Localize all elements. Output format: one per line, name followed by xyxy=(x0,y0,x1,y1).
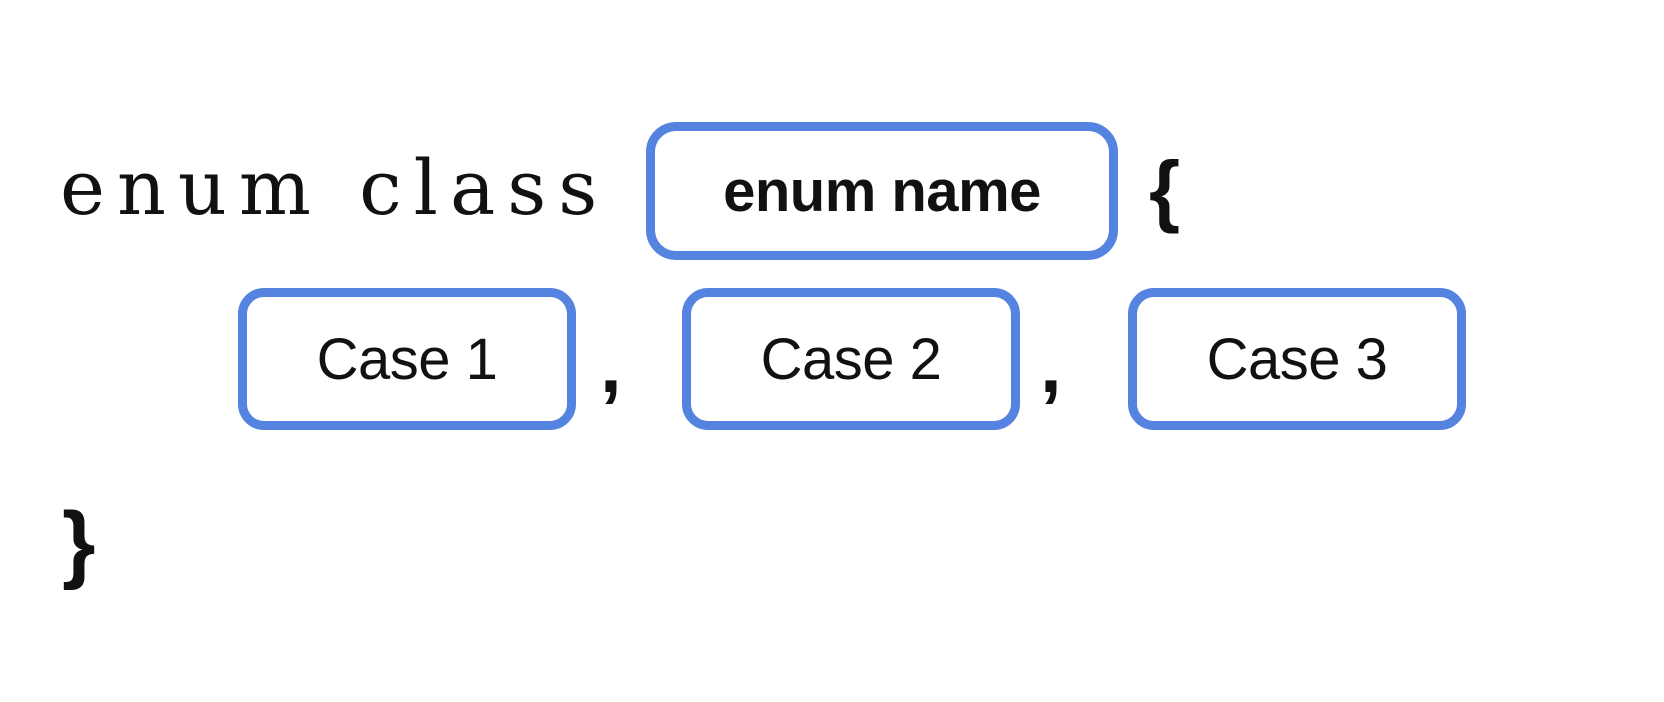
case-1-box[interactable]: Case 1 xyxy=(238,288,576,430)
enum-class-keyword: enum class xyxy=(60,143,610,232)
close-brace: } xyxy=(62,495,96,591)
case-1-label: Case 1 xyxy=(316,326,498,392)
case-separator-2: , xyxy=(1040,321,1062,409)
open-brace: { xyxy=(1149,145,1181,234)
enum-name-placeholder-box[interactable]: enum name xyxy=(646,122,1118,260)
case-2-label: Case 2 xyxy=(760,326,942,392)
case-3-label: Case 3 xyxy=(1206,326,1388,392)
case-separator-1: , xyxy=(600,321,622,409)
case-2-box[interactable]: Case 2 xyxy=(682,288,1020,430)
enum-name-label: enum name xyxy=(723,158,1041,224)
case-3-box[interactable]: Case 3 xyxy=(1128,288,1466,430)
